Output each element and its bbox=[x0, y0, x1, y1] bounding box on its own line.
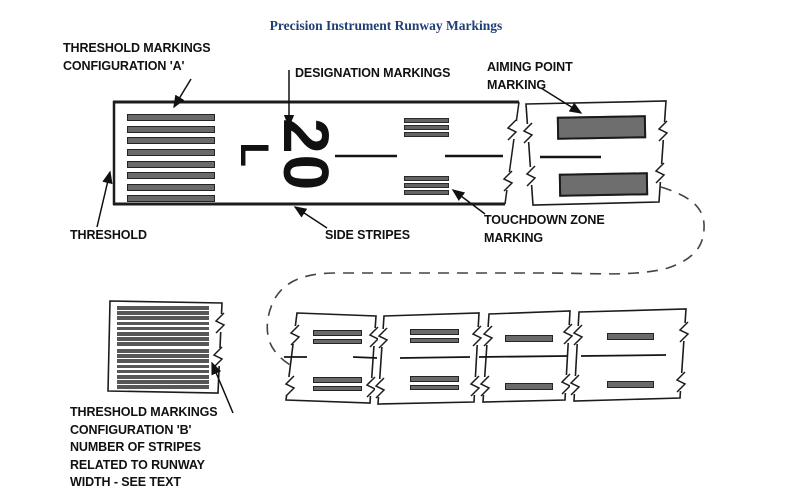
label-side-stripes: SIDE STRIPES bbox=[325, 228, 410, 242]
stripe bbox=[505, 335, 553, 342]
threshold-stripes-config-a bbox=[127, 114, 215, 202]
stripe bbox=[404, 176, 449, 181]
stripe bbox=[117, 369, 209, 374]
stripe bbox=[117, 326, 209, 331]
stripe-group bbox=[505, 335, 553, 342]
stripe-group bbox=[313, 377, 362, 391]
aiming-point-marking-bottom bbox=[558, 172, 649, 197]
stripe bbox=[117, 359, 209, 364]
stripe bbox=[313, 338, 362, 344]
stripe bbox=[117, 311, 209, 315]
label-threshold-config-a: THRESHOLD MARKINGS CONFIGURATION 'A' bbox=[63, 41, 211, 73]
stripe-group bbox=[127, 160, 215, 202]
stripe bbox=[410, 337, 459, 343]
stripe bbox=[117, 321, 209, 326]
stripe-group bbox=[607, 381, 654, 388]
stripe-group bbox=[505, 383, 553, 390]
label-threshold-config-b: THRESHOLD MARKINGS CONFIGURATION 'B' NUM… bbox=[70, 405, 218, 489]
segment3-bar-bottom bbox=[505, 383, 553, 390]
stripe bbox=[117, 380, 209, 384]
stripe bbox=[127, 172, 215, 179]
stripe bbox=[127, 195, 215, 202]
stripe bbox=[117, 364, 209, 369]
segment3-bar-top bbox=[505, 335, 553, 342]
runway-designation-letter: L bbox=[232, 142, 277, 168]
stripe bbox=[117, 354, 209, 358]
stripe bbox=[313, 330, 362, 336]
stripe bbox=[313, 385, 362, 391]
touchdown-zone-bar-bottom bbox=[404, 176, 449, 195]
label-designation-markings: DESIGNATION MARKINGS bbox=[295, 66, 451, 80]
stripe-group bbox=[127, 114, 215, 156]
stripe bbox=[117, 331, 209, 336]
stripe bbox=[127, 160, 215, 168]
stripe bbox=[404, 190, 449, 195]
stripe bbox=[117, 342, 209, 346]
stripe bbox=[410, 384, 459, 390]
stripe bbox=[117, 375, 209, 379]
runway-centerline bbox=[335, 154, 601, 159]
stripe bbox=[127, 125, 215, 133]
segment4-bar-bottom bbox=[607, 381, 654, 388]
stripe bbox=[127, 114, 215, 121]
aiming-point-marking-top bbox=[556, 115, 647, 140]
stripe-group bbox=[410, 376, 459, 390]
touchdown-zone-bar-top bbox=[404, 118, 449, 137]
stripe bbox=[117, 349, 209, 353]
stripe bbox=[313, 377, 362, 383]
lower-centerline bbox=[284, 354, 667, 359]
label-threshold: THRESHOLD bbox=[70, 228, 147, 242]
segment4-bar-top bbox=[607, 333, 654, 340]
segment2-bars-bottom bbox=[410, 376, 459, 390]
segment1-bars-top bbox=[313, 330, 362, 344]
diagram-title: Precision Instrument Runway Markings bbox=[269, 18, 503, 33]
stripe bbox=[410, 329, 459, 335]
stripe-group bbox=[410, 329, 459, 343]
segment2-bars-top bbox=[410, 329, 459, 343]
stripe-group bbox=[607, 333, 654, 340]
stripe-group bbox=[404, 176, 449, 195]
stripe bbox=[607, 381, 654, 388]
stripe bbox=[127, 137, 215, 144]
stripe bbox=[404, 125, 449, 130]
runway-designation: 20 L bbox=[232, 102, 343, 208]
stripe bbox=[404, 183, 449, 188]
runway-designation-rotated: 20 L bbox=[232, 118, 343, 192]
label-touchdown-zone: TOUCHDOWN ZONE MARKING bbox=[484, 213, 605, 245]
stripe bbox=[127, 148, 215, 156]
threshold-stripes-config-b bbox=[117, 306, 209, 389]
stripe-group bbox=[117, 306, 209, 346]
stripe-group bbox=[404, 118, 449, 137]
stripe bbox=[117, 385, 209, 389]
label-arrows bbox=[96, 70, 583, 414]
stripe bbox=[117, 306, 209, 310]
stripe bbox=[404, 118, 449, 123]
stripe bbox=[607, 333, 654, 340]
label-aiming-point: AIMING POINT MARKING bbox=[487, 60, 573, 92]
runway-designation-number: 20 bbox=[270, 118, 343, 192]
dashed-continuation-route bbox=[266, 186, 705, 367]
stripe bbox=[404, 132, 449, 137]
stripe bbox=[117, 316, 209, 320]
segment1-bars-bottom bbox=[313, 377, 362, 391]
stripe bbox=[410, 376, 459, 382]
stripe bbox=[127, 183, 215, 191]
stripe bbox=[505, 383, 553, 390]
stripe-group bbox=[117, 349, 209, 389]
stripe-group bbox=[313, 330, 362, 344]
stripe bbox=[117, 337, 209, 341]
